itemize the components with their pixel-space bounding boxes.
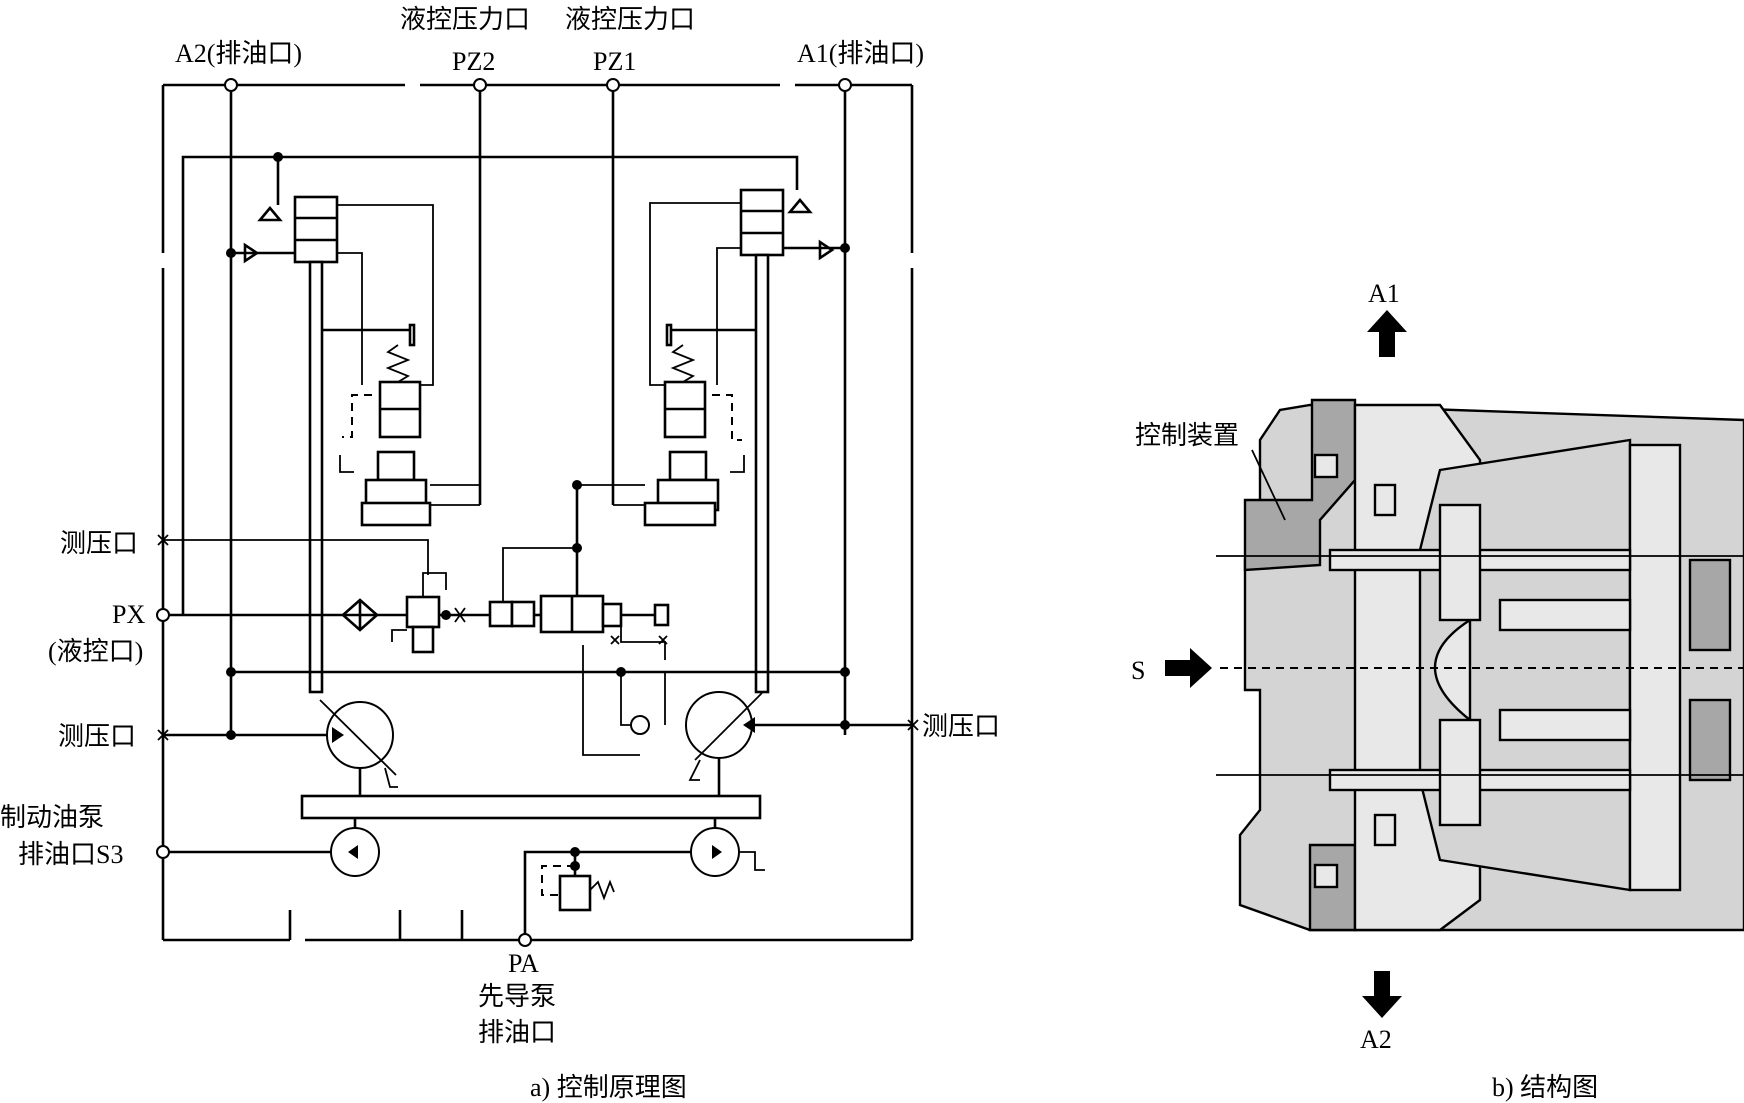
hydraulic-schematic (156, 78, 919, 947)
pilot-pump (518, 818, 765, 947)
right-brake-valve (580, 323, 756, 527)
port-pz1-marker (606, 78, 620, 92)
label-px-desc: (液控口) (48, 637, 143, 666)
label-pz2: PZ2 (452, 47, 495, 76)
drive-shaft (300, 794, 762, 820)
label-px: PX (112, 600, 145, 629)
label-gauge-left-2: 测压口 (58, 722, 136, 751)
port-pz2-marker (473, 78, 487, 92)
label-struct-a1: A1 (1368, 279, 1400, 308)
gauge-port-left-2 (157, 729, 169, 741)
label-a1: A1(排油口) (797, 39, 924, 68)
label-pa: PA (508, 949, 539, 978)
label-pilot-1: 先导泵 (478, 982, 556, 1011)
control-pointer-line (1251, 449, 1286, 521)
left-brake-valve (322, 323, 480, 527)
caption-left: a) 控制原理图 (530, 1073, 687, 1102)
label-pilot-2: 排油口 (478, 1018, 556, 1047)
label-gauge-left-1: 测压口 (60, 529, 138, 558)
label-struct-control: 控制装置 (1135, 421, 1239, 450)
port-pa-marker (518, 933, 532, 947)
port-a1-marker (838, 78, 852, 92)
right-cylinder (649, 188, 850, 694)
gauge-port-right (907, 719, 919, 731)
label-a2: A2(排油口) (175, 39, 302, 68)
label-gauge-right: 测压口 (922, 712, 1000, 741)
pilot-filter-valve (341, 572, 670, 660)
left-cylinder (226, 195, 434, 694)
main-pump-left (163, 699, 398, 788)
arrow-s-icon (1165, 648, 1212, 688)
label-struct-s: S (1131, 656, 1145, 685)
port-px-marker (156, 608, 170, 622)
port-a2-marker (224, 78, 238, 92)
schematic-boundary (161, 83, 914, 942)
main-pump-right (685, 691, 913, 781)
label-pz1: PZ1 (593, 47, 636, 76)
label-struct-a2: A2 (1360, 1025, 1392, 1054)
gauge-port-left-1 (157, 534, 169, 546)
caption-right: b) 结构图 (1492, 1073, 1598, 1102)
label-brake-pump-1: 制动油泵 (0, 803, 104, 832)
brake-pump (156, 818, 380, 877)
arrow-a2-icon (1362, 971, 1402, 1018)
structure-cross-section (1165, 310, 1744, 1018)
port-s3-marker (156, 845, 170, 859)
arrow-a1-icon (1367, 310, 1407, 357)
label-brake-pump-2: 排油口S3 (18, 840, 123, 869)
title-top-2: 液控压力口 (565, 5, 695, 34)
title-top-1: 液控压力口 (400, 5, 530, 34)
